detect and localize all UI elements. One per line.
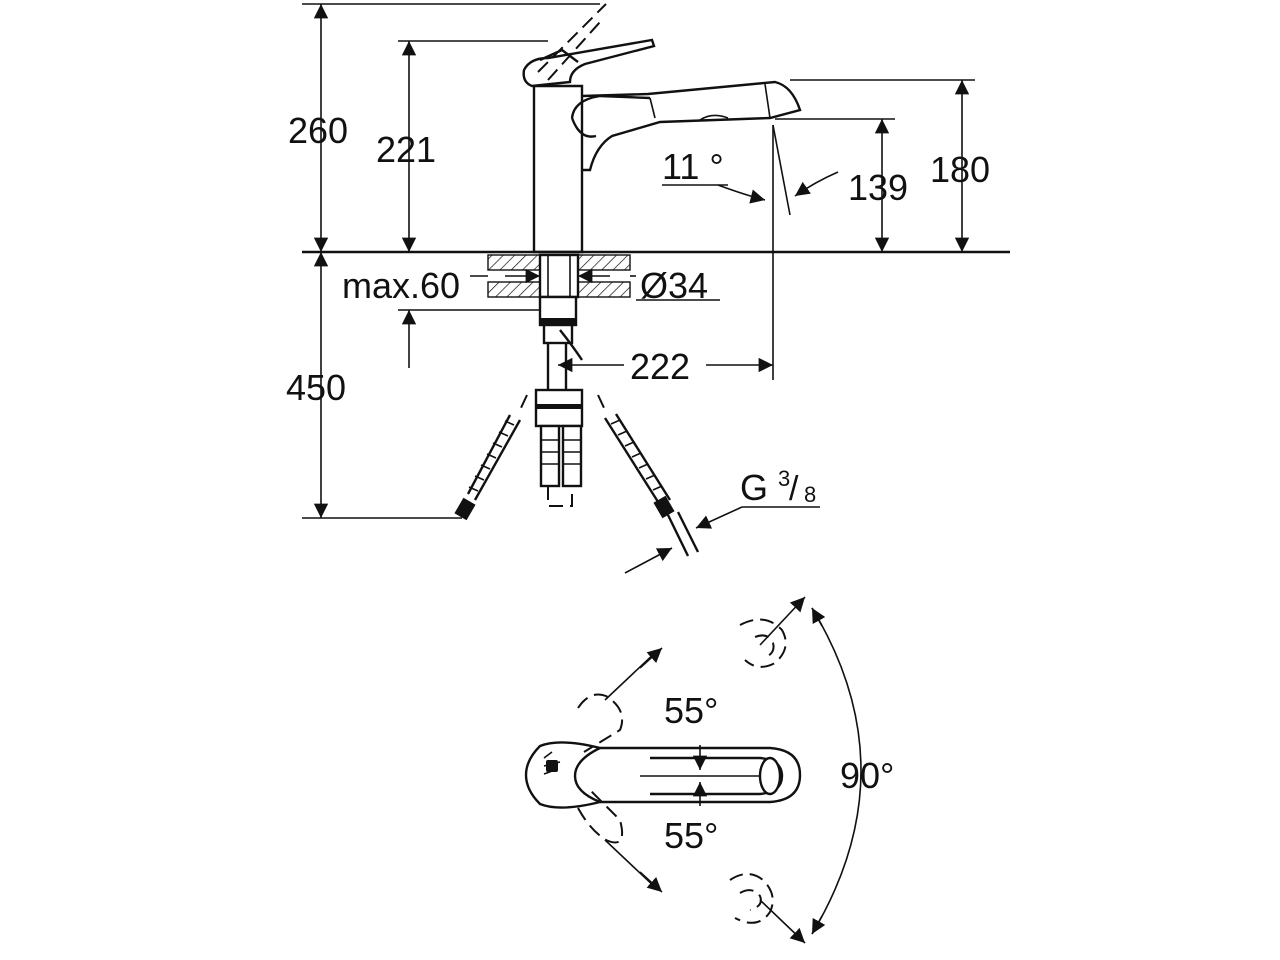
label-rotation-angle: 90° [840, 755, 894, 796]
label-lever-height: 221 [376, 129, 436, 170]
label-thread-denominator: 8 [804, 482, 816, 507]
label-projection: 222 [630, 346, 690, 387]
angle-indicators [640, 745, 760, 806]
spout-rotated-bottom [729, 873, 774, 924]
label-hose-length: 450 [286, 367, 346, 408]
label-spout-height: 180 [930, 149, 990, 190]
label-lever-up-angle: 55° [664, 690, 718, 731]
top-view: 55° 55° 90° [524, 596, 894, 944]
label-thread-numerator: 3 [778, 466, 790, 491]
dimension-spout-height [790, 79, 975, 252]
label-hole-diameter: Ø34 [640, 265, 708, 306]
label-thread-letter: G [740, 467, 768, 508]
mounting-assembly [398, 253, 720, 507]
dimension-lever-height [398, 40, 548, 252]
supply-hose-left [454, 394, 528, 521]
dimension-outlet-height [775, 118, 895, 252]
spout-rotated-top [739, 618, 787, 668]
label-spout-angle: 11 ° [662, 146, 724, 187]
spray-angle-indicator [662, 124, 839, 380]
lever-rotated-up [577, 647, 663, 753]
label-lever-down-angle: 55° [664, 815, 718, 856]
lever-body [524, 741, 802, 809]
label-max-deck-thickness: max.60 [342, 265, 460, 306]
label-total-height: 260 [288, 110, 348, 151]
side-view: 260 221 180 139 11 ° max.60 Ø34 222 450 … [286, 3, 1010, 574]
dimension-total-height [302, 3, 600, 252]
faucet-body [522, 3, 802, 254]
supply-hose-right [597, 394, 820, 574]
label-thread-slash: / [789, 470, 799, 508]
label-outlet-height: 139 [848, 167, 908, 208]
dimension-hose-length [302, 251, 462, 519]
lever-rotated-down [577, 789, 663, 893]
